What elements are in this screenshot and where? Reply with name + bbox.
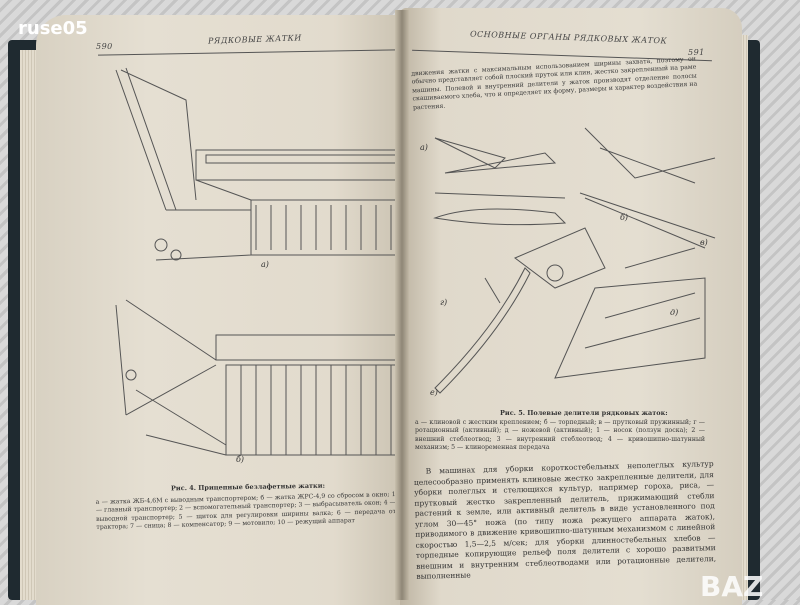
- figure-label-b: б): [236, 455, 245, 464]
- header-rule: [98, 49, 398, 56]
- figure-label-e: е): [430, 388, 438, 397]
- figure-label-a: а): [420, 143, 428, 152]
- running-head: РЯДКОВЫЕ ЖАТКИ: [207, 33, 302, 46]
- body-paragraph: В машинах для уборки коротко­стебельных …: [413, 459, 717, 581]
- dividers-drawing: [433, 127, 716, 394]
- figure-caption-title: Рис. 5. Полевые делители рядковых жаток:: [500, 409, 668, 417]
- right-page: ОСНОВНЫЕ ОРГАНЫ РЯДКОВЫХ ЖАТОК 591 движе…: [400, 8, 742, 605]
- figure-label-a: а): [261, 260, 269, 269]
- book-gutter: [395, 10, 409, 600]
- figure-label-b: б): [620, 213, 629, 222]
- figure-label-g: г): [440, 298, 448, 307]
- figure-caption-text: а — жатка ЖБ-4,6М с выводным транспортер…: [95, 491, 397, 532]
- figure-label-d: д): [670, 308, 679, 317]
- page-number: 590: [96, 42, 113, 51]
- figure-label-v: в): [700, 238, 708, 247]
- running-head: ОСНОВНЫЕ ОРГАНЫ РЯДКОВЫХ ЖАТОК: [469, 29, 668, 46]
- watermark-seller: ruse05: [18, 18, 88, 39]
- page-number: 591: [688, 48, 705, 57]
- left-page: 590 РЯДКОВЫЕ ЖАТКИ а) б) Рис. 4. Прицепн…: [36, 15, 408, 605]
- figure-caption-title: Рис. 4. Прицепные безлафетные жатки:: [170, 481, 326, 493]
- harvester-drawing-a: [115, 67, 406, 261]
- harvester-drawing-b: [115, 299, 406, 456]
- watermark-site-logo: BAZ: [700, 570, 764, 603]
- top-paragraph: движения жатки с максимальным использова…: [411, 55, 698, 112]
- figure-caption-text: а — клиновой с жестким креплением; б — т…: [415, 419, 705, 452]
